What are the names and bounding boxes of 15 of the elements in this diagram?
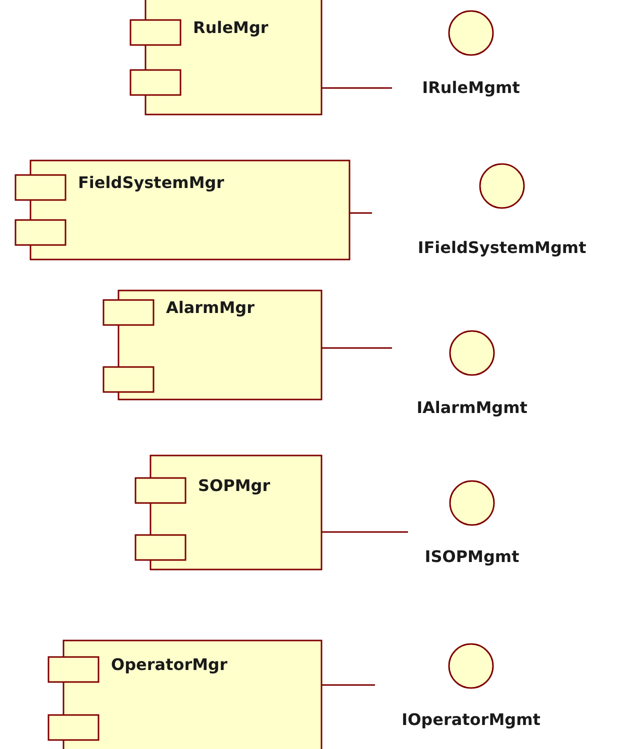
- interface-name: IOperatorMgmt: [400, 710, 542, 729]
- interface-name: IRuleMgmt: [421, 78, 521, 97]
- connector-line: [350, 212, 372, 214]
- component-name: SOPMgr: [198, 476, 270, 495]
- component-name: FieldSystemMgr: [78, 173, 224, 192]
- connector-line: [322, 347, 392, 349]
- interface-name: IAlarmMgmt: [416, 398, 528, 417]
- component-name: OperatorMgr: [111, 655, 228, 674]
- connector-line: [322, 87, 392, 89]
- connector-line: [322, 531, 408, 533]
- connector-line: [322, 684, 375, 686]
- interface-name: IFieldSystemMgmt: [417, 238, 587, 257]
- interface-name: ISOPMgmt: [424, 547, 520, 566]
- component-name: RuleMgr: [193, 18, 268, 37]
- component-name: AlarmMgr: [166, 298, 254, 317]
